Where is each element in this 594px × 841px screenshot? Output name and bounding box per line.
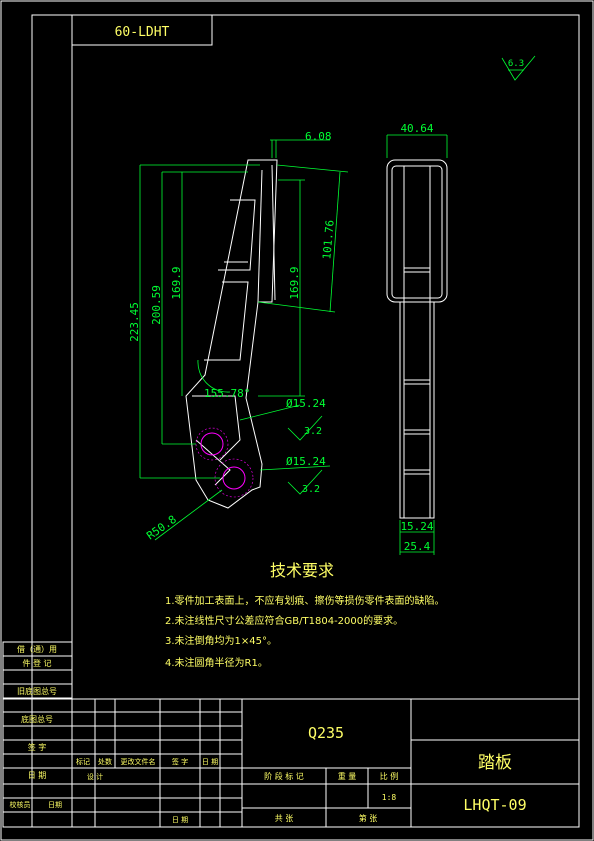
svg-text:日 期: 日 期	[28, 771, 47, 780]
part-name: 踏板	[478, 753, 512, 773]
material: Q235	[308, 724, 344, 742]
svg-text:比 例: 比 例	[380, 771, 399, 781]
svg-text:件 登 记: 件 登 记	[22, 658, 51, 668]
roughness-symbol-2: 3.2	[287, 469, 323, 495]
svg-text:重 量: 重 量	[338, 771, 357, 781]
pedal-front-view	[185, 159, 278, 509]
tech-item-1: 1.零件加工表面上，不应有划痕、擦伤等损伤零件表面的缺陷。	[165, 594, 445, 607]
svg-text:标记: 标记	[76, 757, 90, 766]
svg-text:校核员: 校核员	[10, 800, 31, 809]
front-dimensions: 6.08 223.45 200.59 169.9 169.9 101.76 15…	[128, 130, 349, 543]
dim-6-08: 6.08	[305, 130, 332, 143]
svg-text:旧底图总号: 旧底图总号	[17, 686, 57, 696]
dim-r50: R50.8	[144, 513, 179, 543]
roughness-symbol-top: 6.3	[501, 55, 536, 81]
roughness-top-value: 6.3	[508, 59, 524, 69]
side-registration-table: 借（通）用 件 登 记 旧底图总号	[2, 641, 73, 699]
svg-text:日 期: 日 期	[202, 758, 218, 766]
svg-text:签 字: 签 字	[28, 742, 47, 752]
pedal-side-view	[386, 159, 448, 519]
svg-text:处数: 处数	[98, 757, 112, 766]
code-box	[71, 14, 213, 46]
dim-101: 101.76	[320, 219, 336, 260]
svg-text:3.2: 3.2	[304, 426, 322, 437]
dim-hole2: Ø15.24	[286, 455, 326, 468]
hole-lower	[222, 466, 246, 490]
svg-text:日 期: 日 期	[172, 816, 188, 824]
svg-text:借（通）用: 借（通）用	[17, 644, 57, 654]
svg-text:签 字: 签 字	[172, 757, 188, 766]
side-dimensions: 40.64 15.24 25.4	[386, 122, 448, 555]
svg-text:共 张: 共 张	[275, 814, 294, 823]
dim-15-24: 15.24	[400, 520, 433, 533]
svg-text:第 张: 第 张	[359, 813, 378, 823]
svg-text:3.2: 3.2	[302, 484, 320, 495]
svg-text:底图总号: 底图总号	[21, 714, 53, 724]
tech-item-2: 2.未注线性尺寸公差应符合GB/T1804-2000的要求。	[165, 614, 403, 627]
roughness-symbol-1: 3.2	[287, 415, 323, 441]
dim-169b: 169.9	[288, 266, 301, 299]
tech-item-3: 3.未注倒角均为1×45°。	[165, 634, 277, 647]
svg-text:设 计: 设 计	[87, 772, 103, 781]
dim-hole1: Ø15.24	[286, 397, 326, 410]
svg-text:日期: 日期	[48, 801, 62, 809]
hole-lower-outer	[214, 458, 254, 498]
dim-40-64: 40.64	[400, 122, 433, 135]
title-block: 底图总号 签 字 日 期 标记 处数 更改文件名 签 字 日 期 设 计 校核员…	[2, 698, 580, 828]
scale-value: 1:8	[382, 793, 397, 802]
drawing-number: LHQT-09	[463, 796, 526, 814]
tech-title: 技术要求	[270, 561, 334, 580]
dim-angle: 155.78°	[204, 387, 250, 400]
dim-169a: 169.9	[170, 266, 183, 299]
dim-223: 223.45	[128, 302, 141, 342]
dim-200: 200.59	[150, 285, 163, 325]
hole-upper	[200, 432, 224, 456]
tech-item-4: 4.未注圆角半径为R1。	[165, 656, 268, 669]
svg-text:阶 段 标 记: 阶 段 标 记	[264, 771, 304, 781]
svg-text:更改文件名: 更改文件名	[121, 757, 156, 766]
dim-25-4: 25.4	[404, 540, 431, 553]
code-box-text: 60-LDHT	[115, 25, 170, 40]
